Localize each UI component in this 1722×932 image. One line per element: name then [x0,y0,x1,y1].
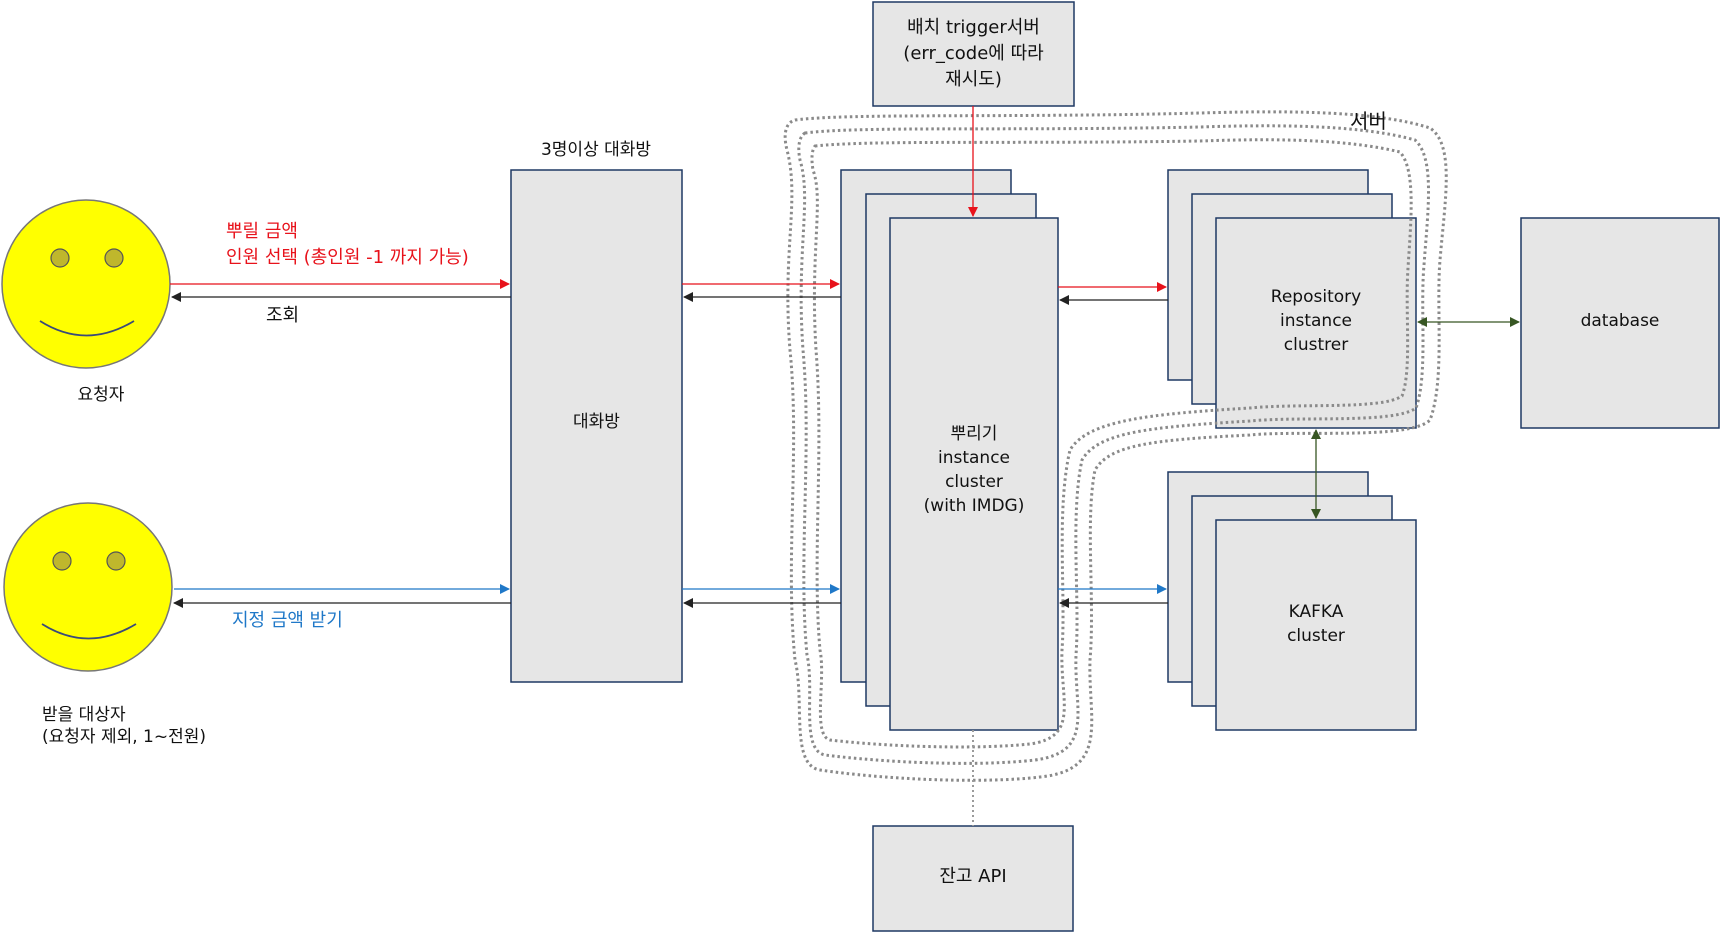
receive-label: 지정 금액 받기 [232,610,343,631]
database-box [1520,217,1720,429]
kafka-label: KAFKA cluster [1287,602,1345,646]
receiver-label: 받을 대상자 (요청자 제외, 1~전원) [42,705,207,747]
batch-trigger-label: 배치 trigger서버 (err_code에 따라 재시도) [903,17,1044,90]
sprinkle-label: 뿌리기 instance cluster (with IMDG) [923,424,1025,516]
server-boundary [783,110,1448,782]
kafka-cluster-stack [1167,471,1417,731]
sprinkle-cluster-stack [840,169,1059,731]
chatroom-box [510,169,683,683]
server-group-label: 서버 [1350,109,1387,133]
repository-label: Repository instance clustrer [1270,287,1362,355]
chatroom-label: 대화방 [573,412,620,432]
receiver-smiley-icon [3,502,173,672]
repository-cluster-stack [1167,169,1417,429]
database-label: database [1580,311,1660,331]
requester-label: 요청자 [77,385,125,405]
balance-api-label: 잔고 API [939,866,1007,887]
chatroom-group-title: 3명이상 대화방 [540,140,652,160]
requester-smiley-icon [1,199,171,369]
sprinkle-request-label: 뿌릴 금액 인원 선택 (총인원 -1 까지 가능) [226,221,469,268]
lookup-label: 조회 [266,305,300,326]
batch-trigger-box [872,1,1075,107]
